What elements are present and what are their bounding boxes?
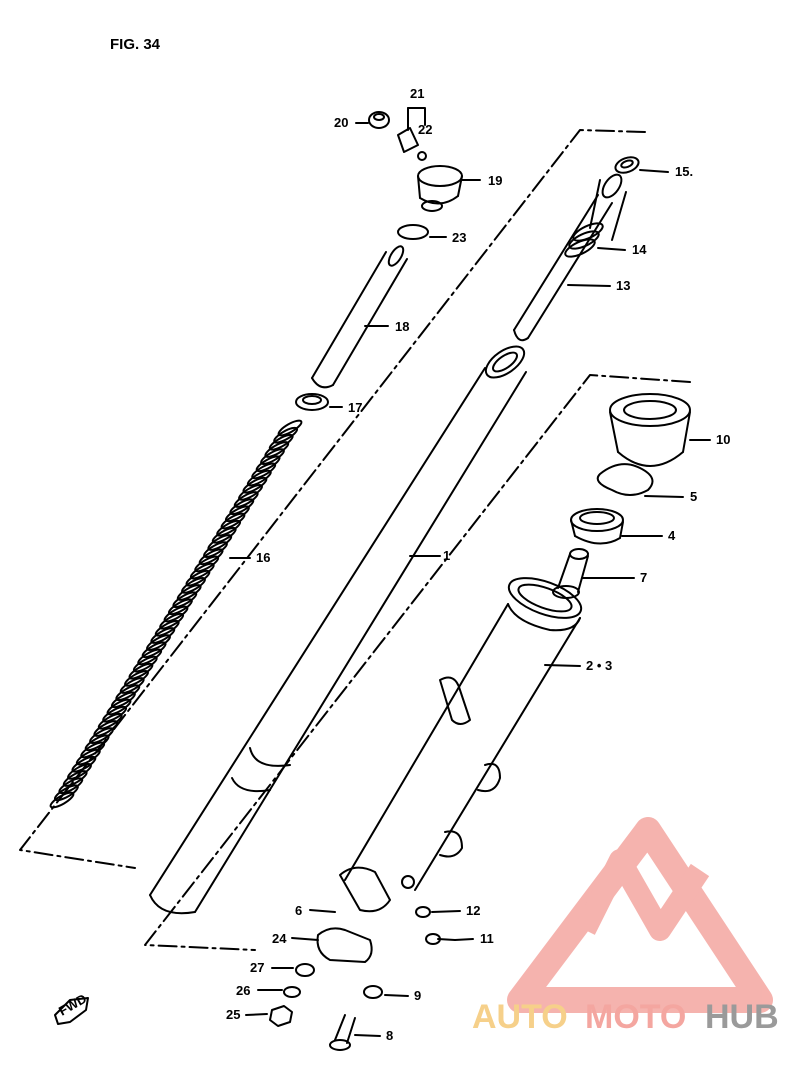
spacer-pipe bbox=[311, 245, 408, 389]
outer-tube bbox=[339, 577, 583, 913]
watermark-text-moto: MOTO bbox=[585, 998, 686, 1036]
forward-marker-label: FWD bbox=[56, 991, 89, 1019]
leader-22 bbox=[407, 107, 426, 126]
leader-6 bbox=[309, 909, 336, 913]
callout-2-3: 2 • 3 bbox=[586, 658, 612, 673]
callout-15: 15. bbox=[675, 164, 693, 179]
air-valve-cap bbox=[368, 111, 390, 129]
o-ring bbox=[397, 224, 429, 240]
callout-labels: 1 2 • 3 4 5 6 7 8 9 10 11 12 13 14 15. 1… bbox=[56, 86, 730, 1043]
leader-25 bbox=[245, 1013, 268, 1016]
air-valve bbox=[397, 127, 427, 161]
group-bracket-outer-tube bbox=[144, 374, 691, 951]
callout-17: 17 bbox=[348, 400, 362, 415]
callout-9: 9 bbox=[414, 988, 421, 1003]
washer-27 bbox=[295, 963, 315, 977]
callout-11: 11 bbox=[480, 931, 494, 946]
callout-19: 19 bbox=[488, 173, 502, 188]
callout-25: 25 bbox=[226, 1007, 240, 1022]
oil-lock-piece bbox=[552, 548, 589, 599]
callout-21: 21 bbox=[410, 86, 424, 101]
leader-8 bbox=[354, 1034, 381, 1037]
bolt-11 bbox=[425, 933, 456, 945]
leader-11 bbox=[454, 938, 474, 941]
callout-14: 14 bbox=[632, 242, 647, 257]
callout-12: 12 bbox=[466, 903, 480, 918]
leader-5 bbox=[644, 495, 684, 498]
damper-rod bbox=[513, 173, 627, 342]
washer-12 bbox=[415, 906, 431, 918]
damper-rod-piston-ring bbox=[564, 222, 604, 258]
figure-title: FIG. 34 bbox=[110, 36, 161, 53]
oil-seal bbox=[570, 508, 624, 545]
nut-25 bbox=[269, 1005, 293, 1027]
leader-13 bbox=[567, 284, 611, 287]
spring-seat-washer bbox=[295, 393, 329, 411]
callout-1: 1 bbox=[443, 548, 450, 563]
callout-18: 18 bbox=[395, 319, 409, 334]
axle-holder bbox=[316, 927, 373, 963]
forward-arrow-icon bbox=[54, 997, 89, 1025]
cap-bolt bbox=[417, 165, 463, 212]
callout-16: 16 bbox=[256, 550, 270, 565]
callout-23: 23 bbox=[452, 230, 466, 245]
callout-27: 27 bbox=[250, 960, 264, 975]
callout-13: 13 bbox=[616, 278, 630, 293]
callout-7: 7 bbox=[640, 570, 647, 585]
leader-12 bbox=[431, 910, 461, 913]
drain-bolt-8 bbox=[329, 1014, 356, 1051]
dust-seal bbox=[609, 393, 691, 467]
washer-9 bbox=[363, 985, 383, 999]
callout-22: 22 bbox=[418, 122, 432, 137]
leader-14 bbox=[597, 247, 626, 251]
callout-20: 20 bbox=[334, 115, 348, 130]
rebound-spring-stop bbox=[614, 156, 640, 174]
callout-5: 5 bbox=[690, 489, 697, 504]
spring-coil bbox=[49, 791, 75, 809]
callout-10: 10 bbox=[716, 432, 730, 447]
group-bracket-inner-tube bbox=[19, 129, 646, 869]
watermark-logo bbox=[507, 817, 773, 1013]
oil-seal-stopper-ring bbox=[596, 463, 654, 496]
callout-4: 4 bbox=[668, 528, 676, 543]
callout-6: 6 bbox=[295, 903, 302, 918]
leader-2-3 bbox=[544, 664, 581, 667]
inner-tube bbox=[149, 345, 527, 915]
fork-spring bbox=[49, 419, 303, 809]
callout-24: 24 bbox=[272, 931, 287, 946]
watermark-text-auto: AUTO bbox=[472, 998, 568, 1036]
watermark-text-hub: HUB bbox=[705, 998, 779, 1036]
leader-15 bbox=[639, 169, 669, 173]
callout-26: 26 bbox=[236, 983, 250, 998]
washer-26 bbox=[283, 986, 301, 998]
leader-9 bbox=[384, 994, 409, 997]
leader-24 bbox=[291, 937, 319, 941]
callout-8: 8 bbox=[386, 1028, 393, 1043]
